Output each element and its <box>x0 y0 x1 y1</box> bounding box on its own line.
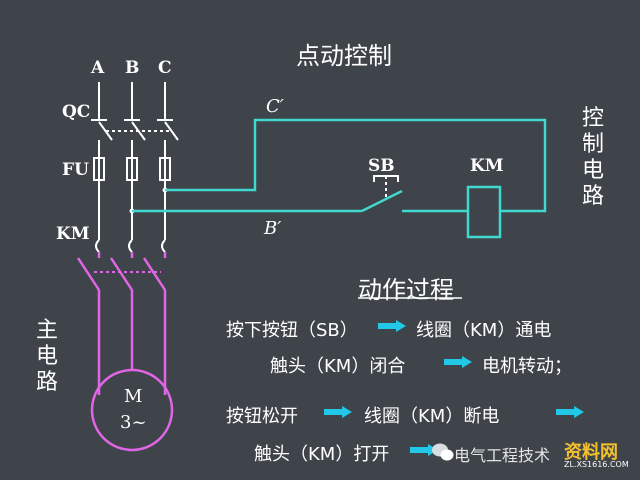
km-coil-label: KM <box>470 156 504 176</box>
main-circuit-char-2: 电 <box>36 344 59 369</box>
control-circuit-char-4: 路 <box>582 184 605 209</box>
fu-fuses <box>93 155 171 240</box>
arrow-right-icon <box>410 444 438 456</box>
motor-circle <box>90 368 174 452</box>
arrow-right-icon <box>444 356 472 368</box>
main-circuit-char-3: 路 <box>36 370 59 395</box>
watermark-logo-text: 资料网 <box>564 442 618 463</box>
wechat-icon <box>432 443 454 461</box>
process-step-4a: 触头（KM）打开 <box>254 444 390 465</box>
qc-label: QC <box>62 102 91 122</box>
process-step-1a: 按下按钮（SB） <box>226 320 358 341</box>
km-main-contacts <box>95 239 166 253</box>
fu-label: FU <box>62 160 89 180</box>
watermark: 电气工程技术 资料网 ZL.XS1616.COM <box>432 436 636 472</box>
phase-label-c: C <box>158 58 172 78</box>
watermark-text: 电气工程技术 <box>454 446 551 465</box>
process-step-3b: 线圈（KM）断电 <box>364 406 500 427</box>
km-main-label: KM <box>56 224 90 244</box>
control-circuit-char-2: 制 <box>582 132 605 157</box>
control-circuit-char-3: 电 <box>582 158 605 183</box>
process-step-2a: 触头（KM）闭合 <box>270 356 406 377</box>
process-step-2b: 电机转动； <box>482 356 572 377</box>
arrow-right-icon <box>324 406 352 418</box>
phase-label-a: A <box>91 58 105 78</box>
node-b-prime: B′ <box>264 218 282 239</box>
arrow-right-icon <box>378 320 406 332</box>
sb-button-symbol <box>373 175 399 198</box>
node-c-prime: C′ <box>266 96 284 117</box>
watermark-url: ZL.XS1616.COM <box>564 460 629 469</box>
diagram-title: 点动控制 <box>296 42 392 70</box>
arrow-right-icon <box>556 406 584 418</box>
motor-label-m: M <box>124 386 143 407</box>
main-circuit-lower <box>76 252 167 395</box>
qc-breaker <box>91 119 179 158</box>
process-step-3a: 按钮松开 <box>226 406 298 427</box>
control-circuit <box>132 118 547 213</box>
phase-label-b: B <box>125 58 140 78</box>
control-circuit-char-1: 控 <box>582 106 605 131</box>
main-circuit-char-1: 主 <box>36 318 59 343</box>
motor-label-phase: 3~ <box>120 412 147 433</box>
phase-wires <box>98 82 166 120</box>
km-coil <box>466 185 502 239</box>
sb-label: SB <box>368 156 395 176</box>
process-heading: 动作过程 <box>358 276 454 304</box>
process-step-1b: 线圈（KM）通电 <box>416 320 552 341</box>
